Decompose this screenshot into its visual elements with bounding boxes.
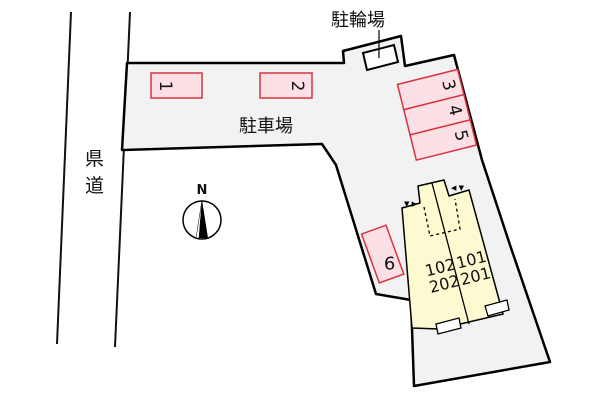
entrance-arrow-right: ◀ ▼	[451, 184, 465, 192]
road-label-char-1: 県	[85, 148, 104, 170]
parking-space-6: 6	[360, 224, 405, 284]
svg-text:3: 3	[437, 78, 459, 93]
parking-lot-label: 駐車場	[239, 116, 293, 137]
road-edge-left	[56, 11, 72, 345]
svg-text:5: 5	[450, 128, 472, 143]
bicycle-parking-area	[361, 43, 400, 72]
parking-space-5: 5	[409, 118, 478, 162]
bicycle-parking-label: 駐輪場	[331, 10, 385, 31]
staircase-outline	[423, 198, 461, 237]
svg-text:2: 2	[287, 81, 307, 92]
balcony-left	[435, 317, 462, 335]
svg-text:6: 6	[384, 253, 395, 274]
unit-divider	[431, 182, 470, 325]
parking-space-1: 1	[150, 72, 203, 99]
entrance-arrow-left: ▼ ▶	[404, 200, 418, 208]
parking-spaces-3-5: 3 4 5	[396, 68, 478, 162]
balcony-right	[484, 299, 510, 317]
building-footprint	[401, 179, 504, 330]
svg-text:1: 1	[155, 81, 175, 92]
svg-text:N: N	[197, 183, 208, 198]
road-label: 県 道	[85, 148, 104, 197]
road-label-char-2: 道	[85, 175, 104, 197]
svg-text:4: 4	[443, 103, 465, 118]
apartment-building: ▼ ▶ ◀ ▼ 102 202 101 201	[401, 179, 510, 335]
north-compass-icon: N	[182, 183, 222, 240]
parking-space-2: 2	[259, 72, 313, 99]
